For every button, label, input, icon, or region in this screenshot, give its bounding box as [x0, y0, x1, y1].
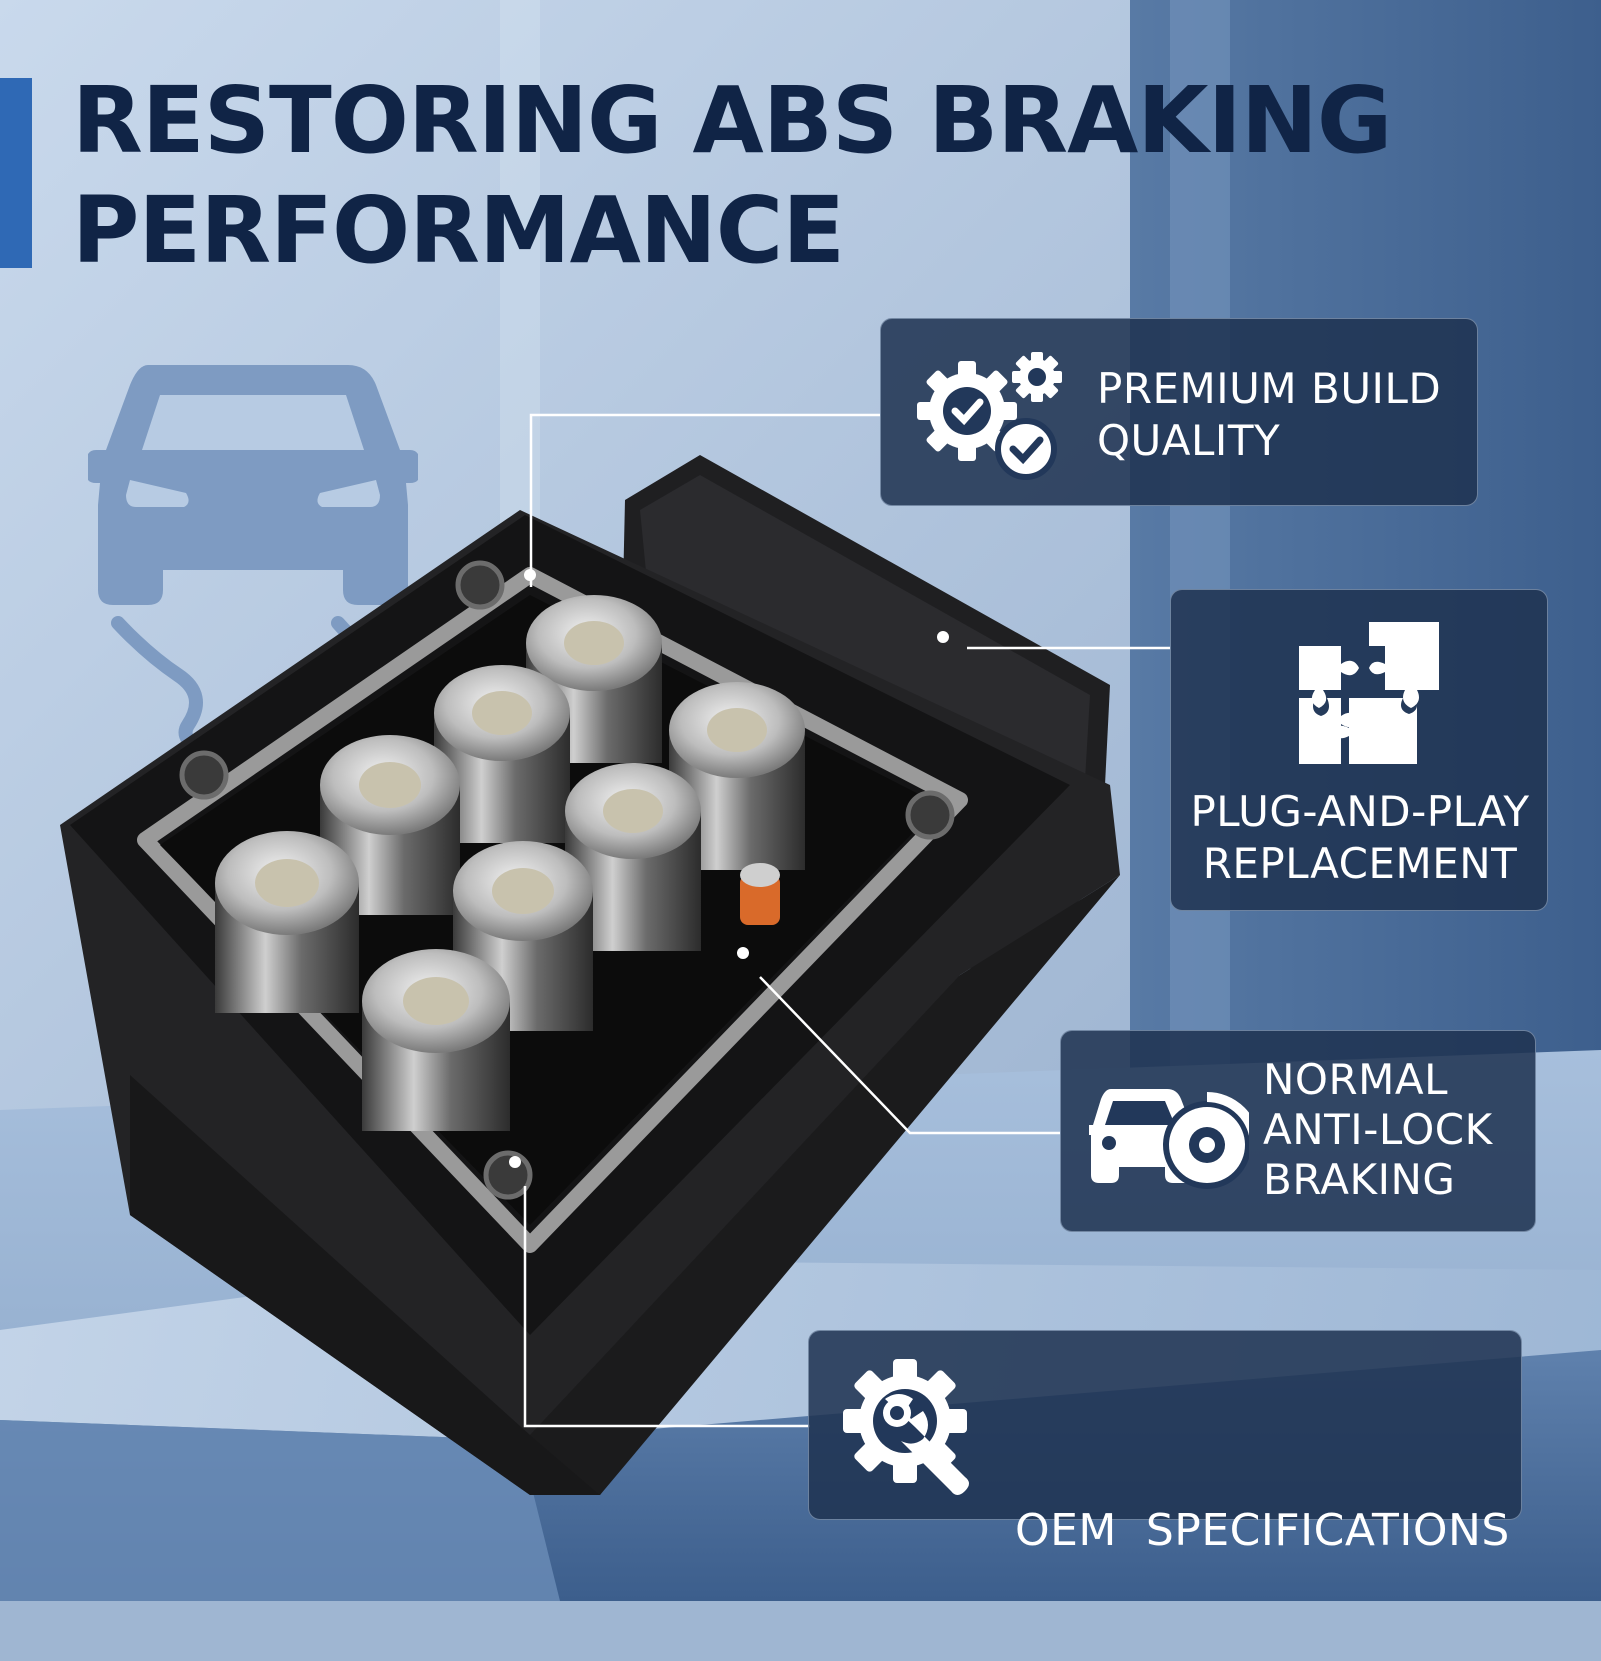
puzzle-icon: [1293, 618, 1443, 772]
accent-bar: [0, 78, 32, 268]
abs-module-image: [60, 455, 1140, 1499]
feature-plug-and-play-replacement: PLUG-AND-PLAY REPLACEMENT: [1170, 589, 1548, 911]
feature-oem-specifications: OEM SPECIFICATIONS: [808, 1330, 1522, 1556]
feature-label-line-2: REPLACEMENT: [1202, 839, 1518, 888]
page-title-line-1: RESTORING ABS BRAKING: [72, 67, 1392, 174]
car-brake-disc-icon: [1087, 1079, 1260, 1193]
feature-label: PREMIUM BUILD QUALITY: [1097, 363, 1441, 467]
page-title-line-2: PERFORMANCE: [72, 177, 845, 284]
feature-label-line-2: QUALITY: [1097, 416, 1281, 465]
feature-label: NORMAL ANTI-LOCK BRAKING: [1263, 1055, 1493, 1205]
gear-wrench-icon: [839, 1353, 989, 1507]
feature-label-line-1: PLUG-AND-PLAY: [1190, 787, 1530, 836]
feature-normal-anti-lock-braking: NORMAL ANTI-LOCK BRAKING: [1060, 1030, 1536, 1232]
page-title: RESTORING ABS BRAKING PERFORMANCE: [72, 66, 1552, 286]
feature-premium-build-quality: PREMIUM BUILD QUALITY: [880, 318, 1478, 506]
feature-label: PLUG-AND-PLAY REPLACEMENT: [1171, 786, 1549, 890]
feature-label: OEM SPECIFICATIONS: [1015, 1401, 1510, 1661]
feature-label-line-1: OEM SPECIFICATIONS: [1015, 1505, 1510, 1556]
feature-label-line-3: BRAKING: [1263, 1155, 1456, 1204]
callout-lines: [523, 413, 1170, 1428]
feature-label-line-2: ANTI-LOCK: [1263, 1105, 1493, 1154]
feature-label-line-1: PREMIUM BUILD: [1097, 364, 1442, 413]
feature-label-line-1: NORMAL: [1263, 1055, 1449, 1104]
gears-check-icon: [909, 345, 1069, 489]
